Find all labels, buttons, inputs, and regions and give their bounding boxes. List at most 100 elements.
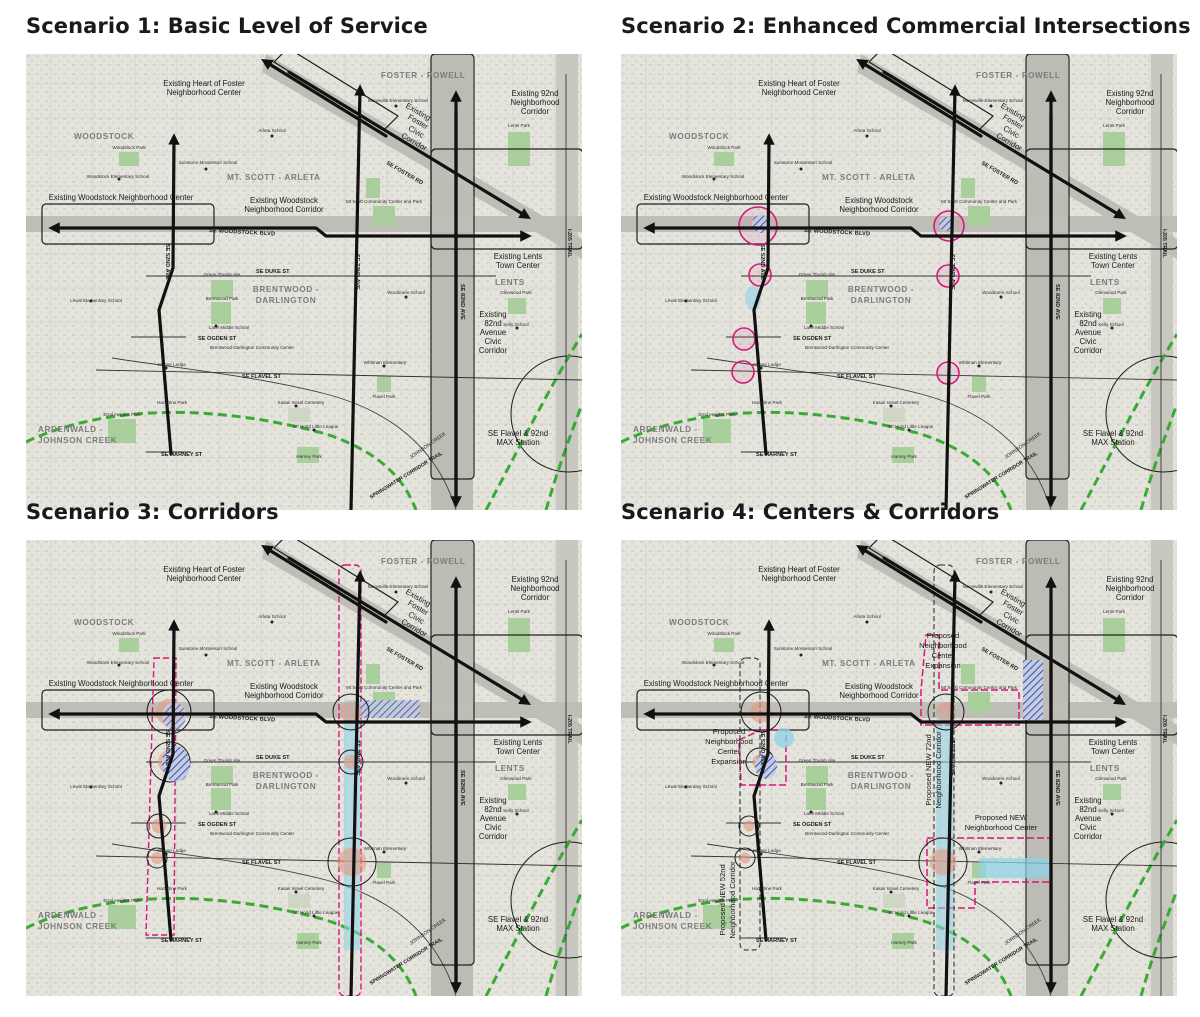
center-label: Existing Lents [494, 252, 543, 261]
school-marker-9 [515, 812, 519, 816]
place-label: Marysville Elementary School [963, 584, 1023, 589]
center-label: SE Flavel & 92nd [488, 915, 548, 924]
center-label: 82nd [1079, 805, 1096, 814]
route-layer [643, 544, 1127, 996]
ave82-civic-corridor-outline [1025, 54, 1070, 480]
school-marker-9 [1110, 812, 1114, 816]
place-label: Brentwood-Darlington Community Center [210, 345, 294, 350]
place-label: Mt Hood Little League [889, 910, 934, 915]
center-label: Neighborhood Center [167, 88, 242, 97]
proposed-center-fill [979, 858, 1049, 878]
woodstock-center-outline [636, 689, 810, 731]
center-label: Existing 92nd [512, 575, 559, 584]
place-label: Kasair Israel Cemetery [278, 400, 325, 405]
school-marker-4 [89, 299, 93, 303]
route-52nd [752, 619, 775, 942]
center-label: Civic [1080, 337, 1097, 346]
panel-title: Scenario 1: Basic Level of Service [26, 14, 428, 38]
commercial-intersection-5 [936, 264, 960, 288]
street-label-82nd: SE 82ND AVE [1054, 770, 1060, 806]
neighborhood-label: DARLINGTON [851, 782, 911, 791]
park-0 [119, 638, 139, 652]
park-8 [297, 933, 319, 949]
street-label-duke: SE DUKE ST [256, 269, 290, 275]
center-label: Corridor [1116, 593, 1145, 602]
street-label-duke: SE DUKE ST [851, 269, 885, 275]
i205-trail-spur [1139, 403, 1177, 510]
i205-fabric [556, 540, 578, 996]
school-marker-2 [270, 620, 274, 624]
duke-hatch [162, 746, 190, 782]
center-label: Existing Woodstock [250, 196, 318, 205]
place-label: Brentwood-Darlington Community Center [210, 831, 294, 836]
center-label: Corridor [479, 832, 508, 841]
ave82-corridor-fabric [1026, 54, 1068, 510]
springwater-trail [26, 896, 418, 996]
neighborhood-label: BRENTWOOD - [848, 771, 914, 780]
center-label: Existing [1074, 796, 1101, 805]
park-9 [968, 692, 990, 712]
street-label-woodstock: SE WOODSTOCK BLVD [804, 228, 871, 237]
place-label: Lents Park [508, 609, 531, 614]
place-label: Flavel Park [373, 394, 397, 399]
place-label: Lane Middle School [209, 325, 249, 330]
neighborhood-label: FOSTER - POWELL [976, 557, 1061, 566]
neighborhood-label: MT. SCOTT - ARLETA [227, 659, 321, 668]
woodstock-route-east [807, 712, 1127, 728]
place-label: Woodmere School [387, 776, 425, 781]
school-marker-4 [89, 785, 93, 789]
proposal-label: Proposed NEW 52nd [718, 864, 727, 935]
park-4 [108, 905, 136, 929]
place-label: Woodstock Park [112, 631, 146, 636]
place-label: Sunstone Montessori School [774, 646, 832, 651]
street-label-82nd: SE 82ND AVE [459, 770, 465, 806]
place-label: Arleta School [853, 614, 880, 619]
foster-route-nw [856, 58, 983, 138]
street-flavel [95, 369, 582, 381]
place-label: Kasair Israel Cemetery [873, 886, 920, 891]
school-marker-7 [382, 364, 386, 368]
woodstock-center-outline [41, 689, 215, 731]
school-marker-10 [294, 404, 298, 408]
center-node-3 [734, 847, 756, 869]
place-label: Whitman Elementary [364, 846, 407, 851]
place-label: Mt Hood Little League [294, 424, 339, 429]
place-label: Woodstock Park [707, 631, 741, 636]
center-label: Existing Woodstock Neighborhood Center [49, 679, 194, 688]
school-marker-6 [759, 366, 763, 370]
foster-route-se [287, 556, 531, 705]
center-label: Corridor [521, 107, 550, 116]
neighborhood-label: BRENTWOOD - [253, 285, 319, 294]
center-label: Corridor [1074, 346, 1103, 355]
neighborhood-label: LENTS [495, 278, 525, 287]
center-label: Avenue [1075, 328, 1101, 337]
street-label-duke: SE DUKE ST [851, 755, 885, 761]
center-label: Avenue [480, 328, 506, 337]
place-label: Woodstock Elementary School [87, 174, 149, 179]
panel-title: Scenario 3: Corridors [26, 500, 279, 524]
center-label: Neighborhood [1106, 584, 1155, 593]
park-6 [508, 784, 526, 800]
center-label: SE Flavel & 92nd [1083, 915, 1143, 924]
school-marker-7 [382, 850, 386, 854]
neighborhood-label: BRENTWOOD - [253, 771, 319, 780]
place-label: Kelly School [503, 808, 528, 813]
neighborhood-label: FOSTER - POWELL [976, 71, 1061, 80]
school-marker-0 [117, 663, 121, 667]
woodstock-center-outline [41, 203, 215, 245]
place-label: Woodmere School [387, 290, 425, 295]
place-label: Brentwood-Darlington Community Center [805, 831, 889, 836]
street-label-ogden: SE OGDEN ST [198, 336, 237, 342]
center-label: Corridor [1116, 107, 1145, 116]
center-label: 82nd [484, 805, 501, 814]
place-label: Sunstone Montessori School [774, 160, 832, 165]
center-label: 82nd [1079, 319, 1096, 328]
panel-title: Scenario 2: Enhanced Commercial Intersec… [621, 14, 1191, 38]
school-marker-5 [809, 810, 813, 814]
place-label: Hazeltine Park [752, 400, 783, 405]
school-marker-7 [977, 364, 981, 368]
park-1 [806, 280, 828, 298]
proposed-52nd-corridor [739, 657, 761, 951]
proposal-label: Proposed [713, 727, 746, 736]
